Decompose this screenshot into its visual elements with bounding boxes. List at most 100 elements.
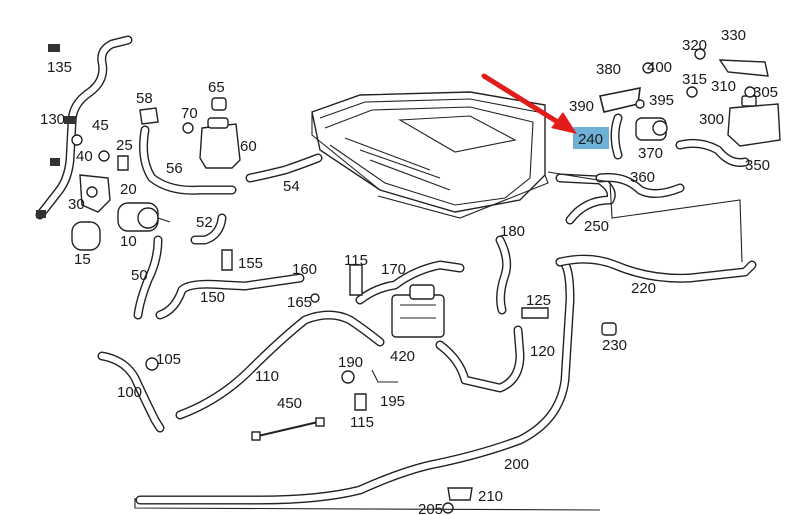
hose-54 [245,153,323,183]
callout-320: 320 [682,37,707,54]
clip-115-top [349,264,363,296]
clip-125 [521,307,549,319]
hose-110 [175,310,385,420]
battery-pack [311,91,549,219]
pointer-arrow [481,73,577,134]
callout-200: 200 [504,456,529,473]
pump-10 [117,202,171,232]
hose-250 [555,173,616,225]
cable-450 [251,417,325,441]
callout-105: 105 [156,351,181,368]
callout-360: 360 [630,169,655,186]
callout-15: 15 [74,251,91,268]
callout-400: 400 [647,59,672,76]
bolt-30 [86,186,98,198]
callout-58: 58 [136,90,153,107]
callout-135: 135 [47,59,72,76]
callout-54: 54 [283,178,300,195]
callout-300: 300 [699,111,724,128]
pump-370 [635,117,668,141]
callout-165: 165 [287,294,312,311]
callout-315: 315 [682,71,707,88]
clip-155 [221,249,233,271]
sleeve-230 [601,322,617,336]
callout-170: 170 [381,261,406,278]
callout-350: 350 [745,157,770,174]
cap-305 [744,86,756,98]
bracket-210 [447,487,473,501]
part-25 [117,155,129,171]
callout-395: 395 [649,92,674,109]
clip-135 [48,44,60,52]
part-40 [98,150,110,162]
bracket-195 [371,369,398,383]
callout-380: 380 [596,61,621,78]
callout-180: 180 [500,223,525,240]
hose-220 [555,254,757,283]
bracket-330 [718,59,769,77]
frame-outline-bottom [134,498,601,511]
hose-52 [190,213,227,245]
callout-250: 250 [584,218,609,235]
callout-20: 20 [120,181,137,198]
callout-205: 205 [418,501,443,515]
callout-60: 60 [240,138,257,155]
callout-40: 40 [76,148,93,165]
callout-305: 305 [753,84,778,101]
clip-130b [50,158,60,166]
nut-395 [635,99,645,109]
hose-56 [139,125,237,195]
callout-52: 52 [196,214,213,231]
expansion-tank-300 [727,95,781,147]
bolt-70 [182,122,194,134]
callout-56: 56 [166,160,183,177]
highlight-240 [573,127,609,149]
hose-360 [595,173,685,198]
callout-150: 150 [200,289,225,306]
bolt-400 [642,62,654,74]
sleeve-15 [71,221,101,251]
part-58 [139,107,159,125]
hose-180 [495,235,512,315]
callout-420: 420 [390,348,415,365]
callout-125: 125 [526,292,551,309]
callout-195: 195 [380,393,405,410]
clip-130 [64,116,76,124]
callout-100: 100 [117,384,142,401]
callout-240: 240 [578,131,603,148]
callout-210: 210 [478,488,503,505]
callout-120: 120 [530,343,555,360]
valve-420 [391,284,445,338]
part-320 [694,48,706,60]
hose-240 [610,113,623,160]
callout-190: 190 [338,354,363,371]
hose-assembly-130 [35,35,133,220]
callout-370: 370 [638,145,663,162]
hose-120 [435,325,525,393]
callout-45: 45 [92,117,109,134]
hose-100 [97,351,165,433]
callout-155: 155 [238,255,263,272]
callout-70: 70 [181,105,198,122]
callout-160: 160 [292,261,317,278]
hose-350 [675,138,750,167]
part-165 [310,293,320,303]
hose-200 [135,257,575,505]
clip-115-bottom [354,393,367,411]
callout-130: 130 [40,111,65,128]
part-45 [71,134,83,146]
callout-390: 390 [569,98,594,115]
part-205 [442,502,454,514]
clip-130c [36,210,46,218]
frame-outline [547,171,743,263]
reservoir-60 [199,97,241,169]
callout-110: 110 [255,368,279,385]
callout-230: 230 [602,337,627,354]
hose-50 [133,235,163,320]
callout-50: 50 [131,267,148,284]
callout-330: 330 [721,27,746,44]
bracket-380 [599,86,641,113]
callout-25: 25 [116,137,133,154]
bolt-315 [686,86,698,98]
